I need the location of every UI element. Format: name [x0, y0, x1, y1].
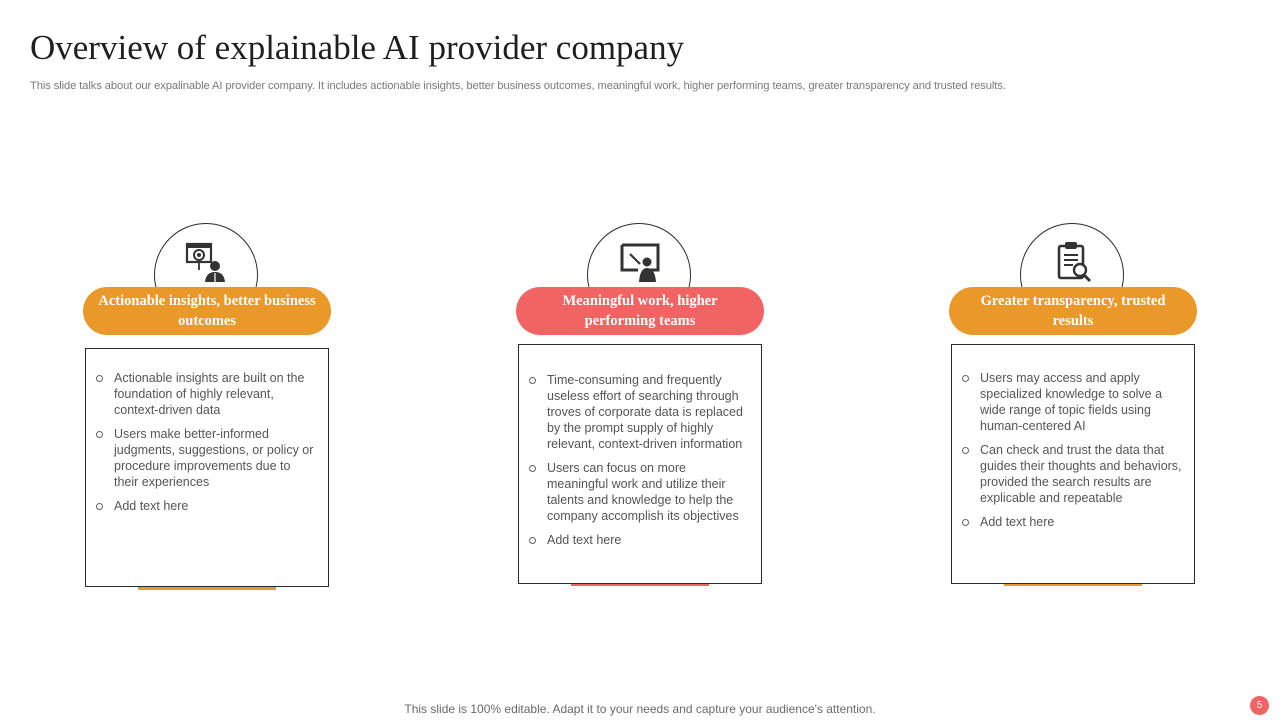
card-bullet-box: Actionable insights are built on the fou… [85, 348, 329, 587]
list-item: Add text here [962, 514, 1182, 530]
teacher-board-icon [620, 243, 660, 282]
card-heading-pill: Meaningful work, higher performing teams [516, 287, 764, 335]
presentation-person-icon [185, 242, 225, 282]
list-item: Users can focus on more meaningful work … [529, 460, 749, 524]
list-item: Add text here [96, 498, 316, 514]
card-accent-line [138, 587, 276, 590]
footer-note: This slide is 100% editable. Adapt it to… [404, 702, 876, 716]
list-item: Can check and trust the data that guides… [962, 442, 1182, 506]
card-bullet-box: Time-consuming and frequently useless ef… [518, 344, 762, 584]
list-item: Actionable insights are built on the fou… [96, 370, 316, 418]
clipboard-search-icon [1057, 242, 1092, 283]
card-accent-line [571, 583, 709, 586]
list-item: Users may access and apply specialized k… [962, 370, 1182, 434]
card-heading-pill: Greater transparency, trusted results [949, 287, 1197, 335]
list-item: Add text here [529, 532, 749, 548]
page-subtitle: This slide talks about our expalinable A… [30, 80, 1006, 92]
list-item: Users make better-informed judgments, su… [96, 426, 316, 490]
list-item: Time-consuming and frequently useless ef… [529, 372, 749, 452]
page-number-badge: 5 [1250, 696, 1269, 715]
card-accent-line [1004, 583, 1142, 586]
page-title: Overview of explainable AI provider comp… [30, 28, 685, 67]
card-bullet-box: Users may access and apply specialized k… [951, 344, 1195, 584]
card-heading-pill: Actionable insights, better business out… [83, 287, 331, 335]
